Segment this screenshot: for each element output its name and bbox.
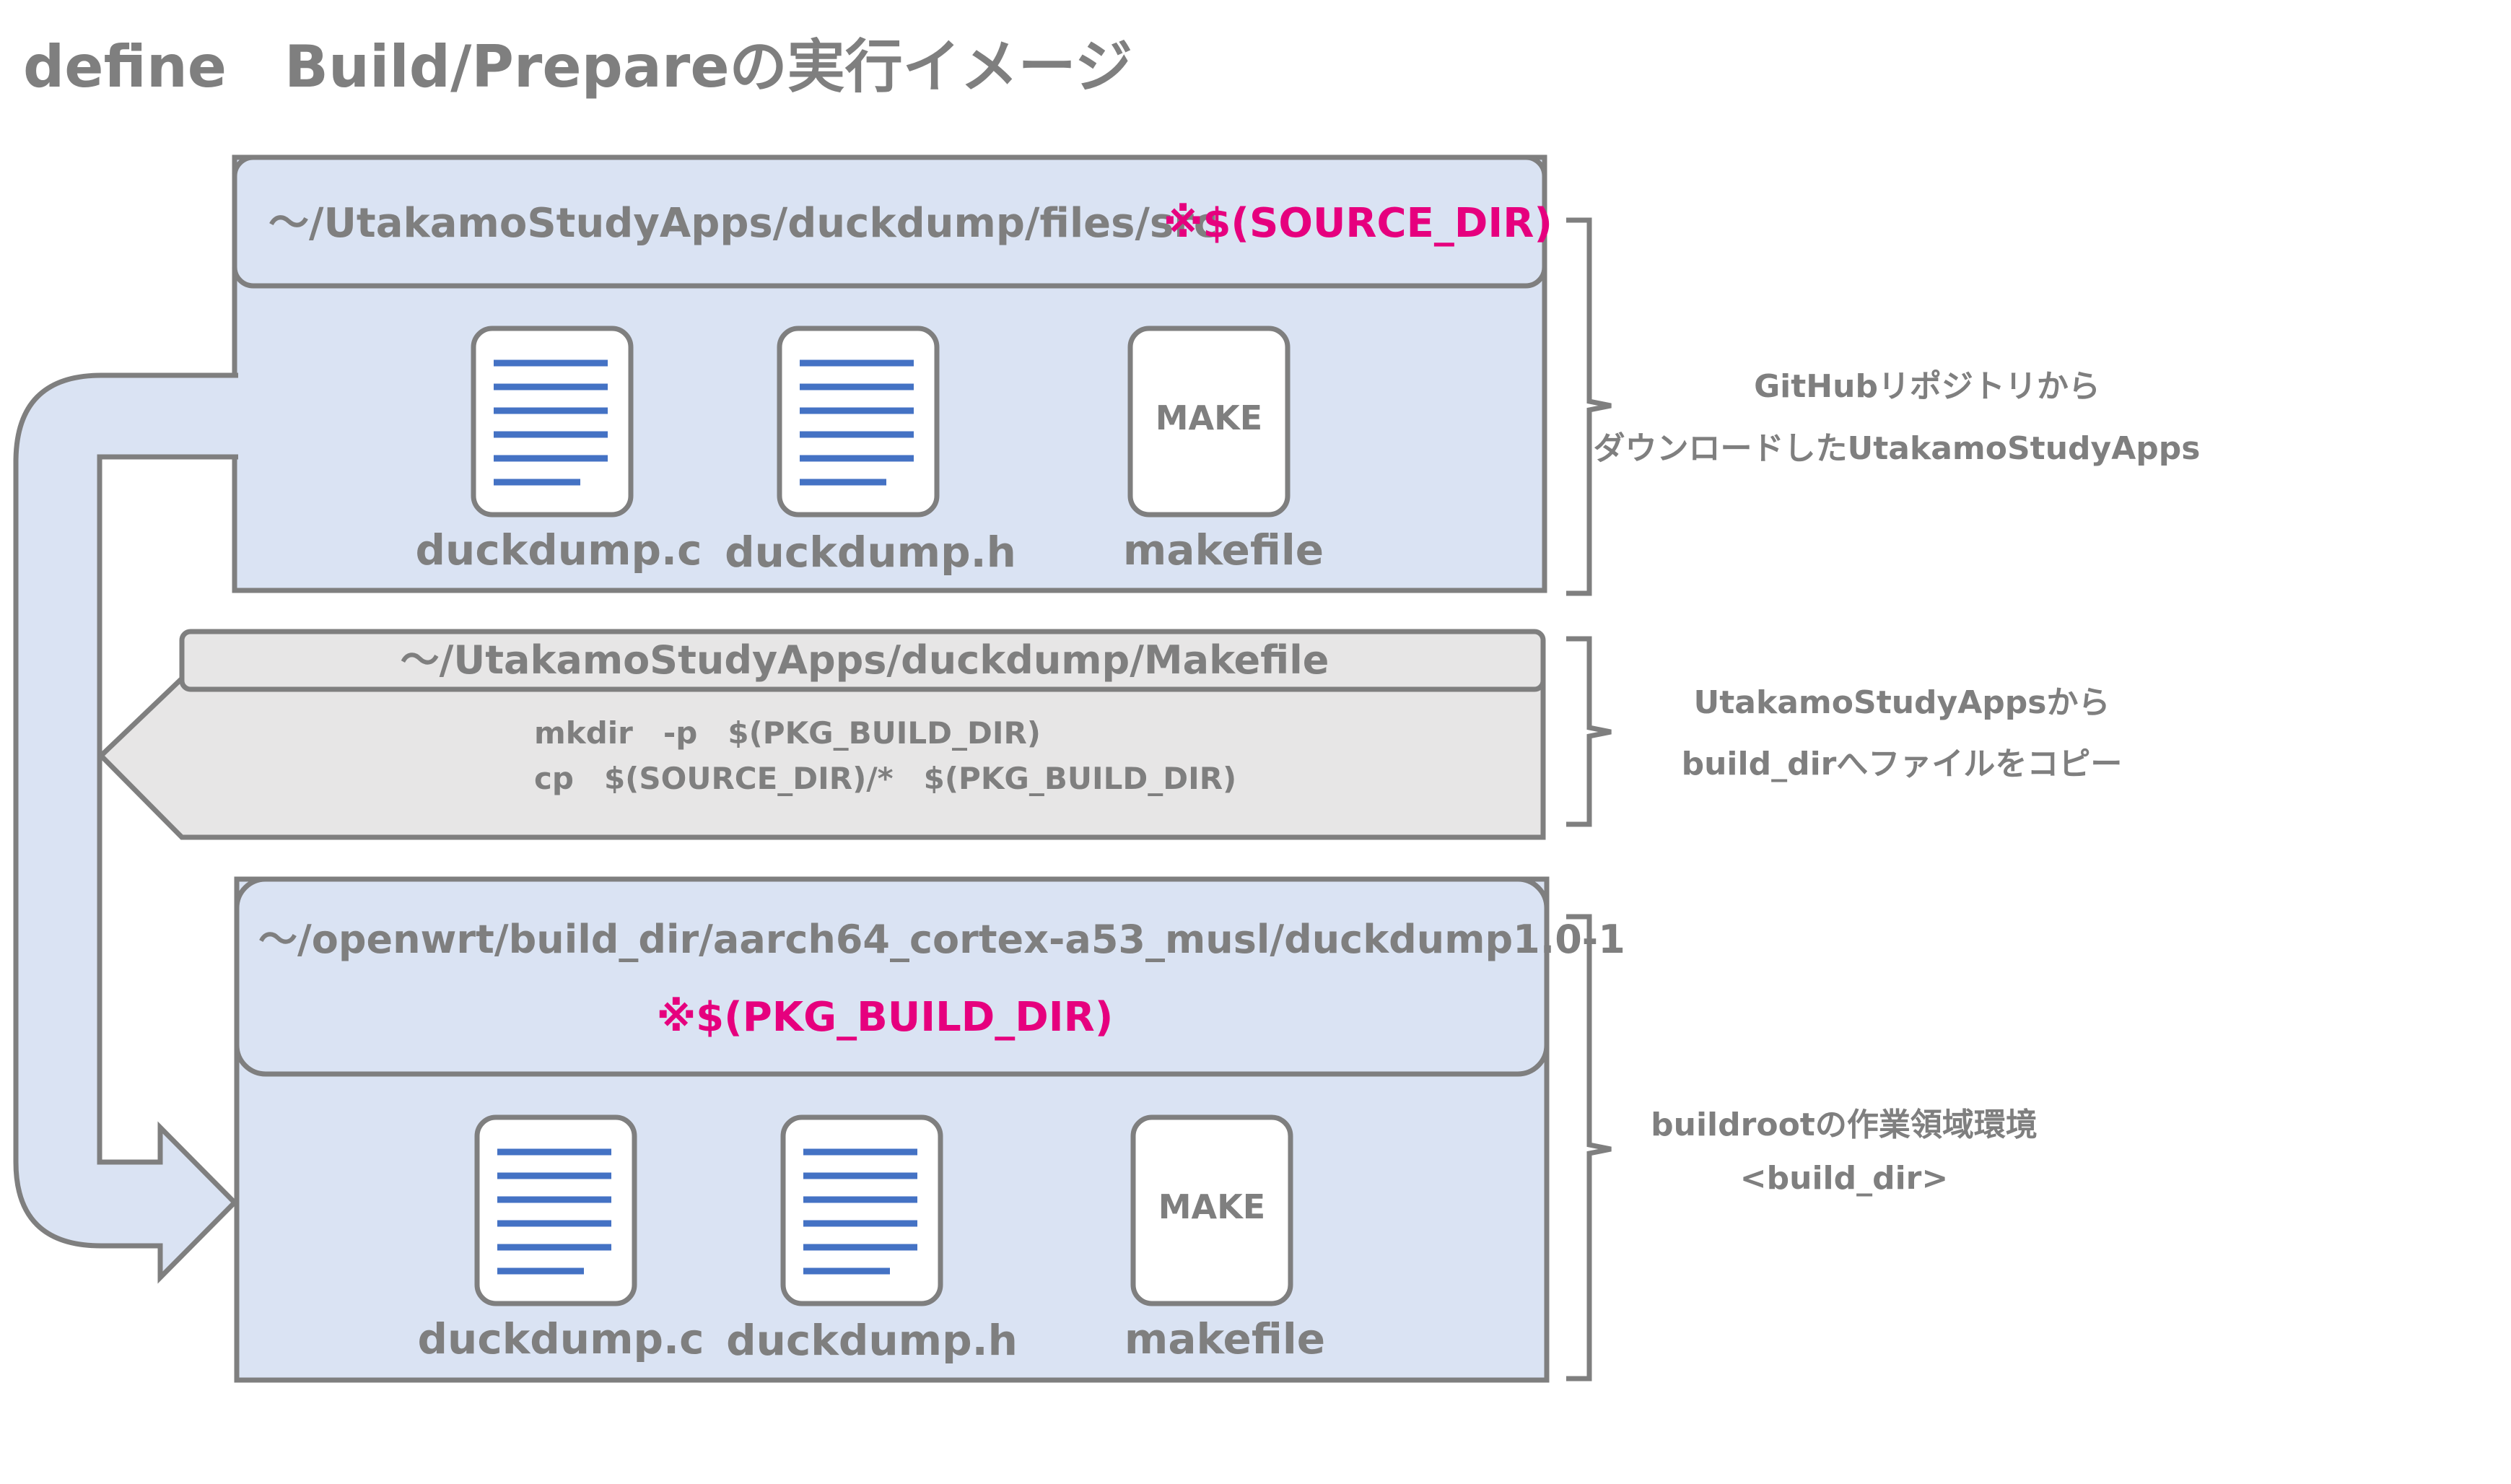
- makefile-path-label: ～/UtakamoStudyApps/duckdump/Makefile: [401, 637, 1329, 683]
- source-dir-variable: ※$(SOURCE_DIR): [1163, 200, 1553, 247]
- file-name: makefile: [1123, 525, 1324, 575]
- makefile-command-arrow: [97, 676, 1546, 840]
- makefile-annotation-line: build_dirへファイルをコピー: [1682, 746, 2123, 782]
- makefile-box: ～/UtakamoStudyApps/duckdump/Makefile mkd…: [97, 629, 1546, 840]
- file-name: duckdump.c: [418, 1314, 704, 1363]
- source-path-label: ～/UtakamoStudyApps/duckdump/files/src: [268, 200, 1218, 247]
- makefile-annotation-line: UtakamoStudyAppsから: [1694, 684, 2110, 721]
- source-annotation-line: ダウンロードしたUtakamoStudyApps: [1594, 430, 2201, 467]
- file-name: duckdump.c: [416, 525, 702, 575]
- build-path-label: ～/openwrt/build_dir/aarch64_cortex-a53_m…: [258, 917, 1625, 962]
- text-document-icon: [471, 326, 634, 518]
- file-name: duckdump.h: [726, 1316, 1018, 1365]
- text-document-icon: [474, 1114, 637, 1306]
- file-name: duckdump.h: [725, 528, 1016, 577]
- source-box-header: [232, 154, 1547, 289]
- build-box-header: [234, 876, 1550, 1077]
- copy-flow-arrow: [13, 372, 238, 1284]
- right-brace: [1566, 914, 1612, 1382]
- makefile-command: mkdir -p $(PKG_BUILD_DIR): [534, 715, 1041, 751]
- build-dir-box: ～/openwrt/build_dir/aarch64_cortex-a53_m…: [234, 876, 1625, 1383]
- pkg-build-dir-variable: ※$(PKG_BUILD_DIR): [657, 994, 1114, 1041]
- file-name: makefile: [1125, 1314, 1325, 1363]
- make-icon: MAKE: [1130, 1114, 1293, 1306]
- source-dir-box: ～/UtakamoStudyApps/duckdump/files/src ※$…: [232, 154, 1553, 593]
- make-icon-label: MAKE: [1158, 1187, 1265, 1226]
- text-document-icon: [777, 326, 940, 518]
- page-title: define Build/Prepareの実行イメージ: [23, 33, 1132, 100]
- make-icon-label: MAKE: [1156, 398, 1262, 437]
- makefile-command: cp $(SOURCE_DIR)/* $(PKG_BUILD_DIR): [534, 761, 1236, 796]
- right-brace: [1566, 636, 1612, 827]
- text-document-icon: [780, 1114, 943, 1306]
- build-annotation-line: <build_dir>: [1740, 1160, 1949, 1197]
- right-brace: [1566, 217, 1612, 596]
- source-annotation-line: GitHubリポジトリから: [1754, 368, 2100, 405]
- make-icon: MAKE: [1127, 326, 1291, 518]
- build-annotation-line: buildrootの作業領域環境: [1651, 1107, 2038, 1143]
- makefile-header: [179, 629, 1546, 692]
